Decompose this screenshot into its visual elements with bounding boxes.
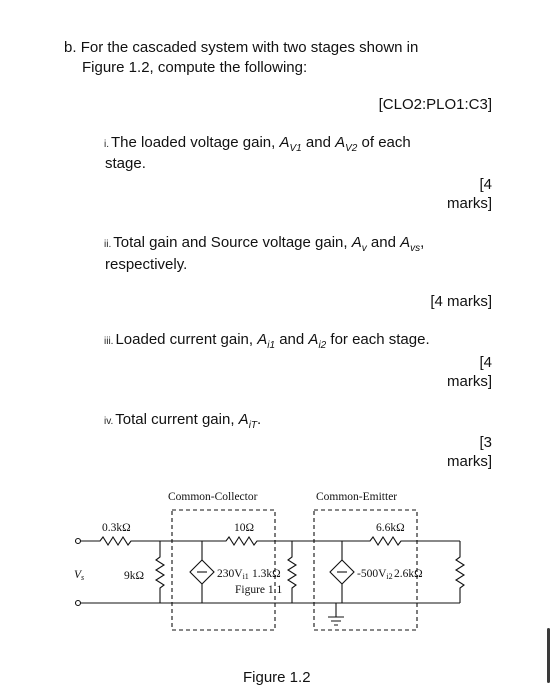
circuit-diagram: Common-Collector Common-Emitter 0.3kΩ 10… <box>74 491 466 631</box>
part-ii-line-2: respectively. <box>105 256 188 273</box>
r-source-label: 0.3kΩ <box>102 522 131 534</box>
vs-label: Vs <box>74 569 84 582</box>
question-line-2: Figure 1.2, compute the following: <box>82 59 308 76</box>
part-ii-line-1: ii.Total gain and Source voltage gain, A… <box>104 234 425 254</box>
part-ii-number: ii. <box>104 239 112 250</box>
r-in1-label: 9kΩ <box>124 570 144 582</box>
part-i-marks-2: marks] <box>447 195 492 212</box>
part-iii-number: iii. <box>104 336 114 347</box>
part-iii-marks-1: [4 <box>479 354 492 371</box>
part-i-line-2: stage. <box>105 155 146 172</box>
part-i-number: i. <box>104 139 109 150</box>
part-iii-marks-2: marks] <box>447 373 492 390</box>
part-iv-marks-2: marks] <box>447 453 492 470</box>
part-iv-marks-1: [3 <box>479 434 492 451</box>
source1-label: 230Vi1 <box>217 568 249 581</box>
stage2-box <box>313 509 418 631</box>
r-out1-label: 10Ω <box>234 522 254 534</box>
part-i-line-1: i.The loaded voltage gain, AV1 and AV2 o… <box>104 134 411 154</box>
scrollbar-thumb[interactable] <box>547 628 550 683</box>
r-load1-label: 1.3kΩ <box>252 568 281 580</box>
dependent-source-2-icon <box>329 559 355 585</box>
stage1-label: Common-Collector <box>168 491 258 503</box>
question-label: b. <box>64 39 77 56</box>
part-iii-line-1: iii.Loaded current gain, Ai1 and Ai2 for… <box>104 331 430 351</box>
dependent-source-1-icon <box>189 559 215 585</box>
r-load2-label: 2.6kΩ <box>394 568 423 580</box>
input-terminal-bottom <box>74 599 82 607</box>
question-text-1: For the cascaded system with two stages … <box>80 39 419 56</box>
clo-tag: [CLO2:PLO1:C3] <box>378 96 492 113</box>
input-terminal-top <box>74 537 82 545</box>
r-out2-label: 6.6kΩ <box>376 522 405 534</box>
part-i-marks-1: [4 <box>479 176 492 193</box>
part-iv-line-1: iv.Total current gain, AiT. <box>104 411 262 431</box>
stage1-box <box>171 509 276 631</box>
ground-icon <box>328 603 344 626</box>
figure-caption: Figure 1.2 <box>243 669 311 686</box>
part-ii-marks: [4 marks] <box>430 293 492 310</box>
stage2-label: Common-Emitter <box>316 491 397 503</box>
question-line-1: b. For the cascaded system with two stag… <box>64 38 418 58</box>
inner-figure-caption: Figure 1.1 <box>235 584 283 596</box>
source2-label: -500Vi2 <box>357 568 393 581</box>
part-iv-number: iv. <box>104 416 114 427</box>
